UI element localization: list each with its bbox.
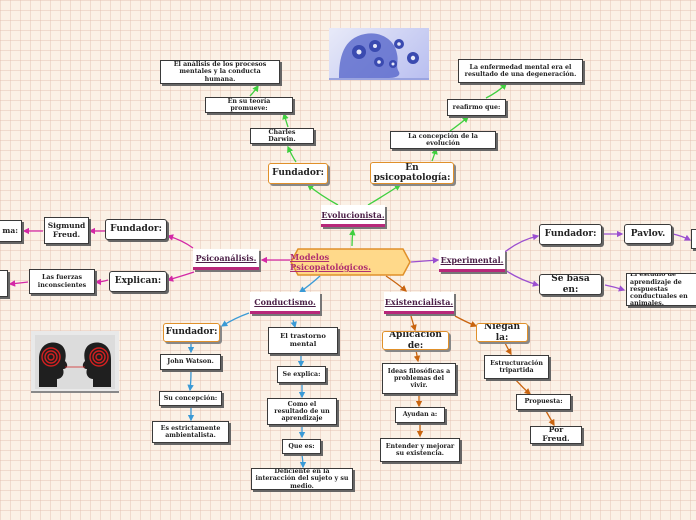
psi-creo-label[interactable]: ma: <box>0 220 22 242</box>
exp-fundador-name[interactable]: Pavlov. <box>624 224 672 244</box>
psi-fuerzas[interactable]: Las fuerzas inconscientes <box>29 269 95 294</box>
con-fundador-label[interactable]: Fundador: <box>163 323 220 342</box>
evo-reafirmo[interactable]: reafirmo que: <box>447 99 506 116</box>
evo-analisis[interactable]: El análisis de los procesos mentales y l… <box>160 60 280 84</box>
two-heads-icon <box>31 331 119 393</box>
exi-aplicacion-label[interactable]: Aplicación de: <box>382 331 449 350</box>
category-psicoanalisis[interactable]: Psicoanálisis. <box>193 249 259 270</box>
psi-cut-node[interactable] <box>0 270 8 297</box>
category-experimental[interactable]: Experimental. <box>439 250 505 272</box>
con-como[interactable]: Como el resultado de un aprendizaje <box>267 398 337 425</box>
con-explica[interactable]: Se explica: <box>277 366 326 383</box>
exp-basa-label[interactable]: Se basa en: <box>539 274 602 295</box>
con-que-es[interactable]: Que es: <box>282 439 321 454</box>
exp-cut-node[interactable] <box>691 229 696 249</box>
central-shape <box>290 248 411 276</box>
con-concepcion-label[interactable]: Su concepción: <box>159 391 222 406</box>
psi-fundador-label[interactable]: Fundador: <box>105 219 167 240</box>
evo-teoria[interactable]: En su teoría promueve: <box>205 97 293 113</box>
exi-ideas[interactable]: Ideas filosóficas a problemas del vivir. <box>382 363 456 394</box>
central-title: Modelos Psicopatológicos. <box>290 252 371 272</box>
evo-fundador-name[interactable]: Charles Darwin. <box>250 128 314 144</box>
exi-niegan-label[interactable]: Niegan la: <box>476 323 528 342</box>
evo-fundador-label[interactable]: Fundador: <box>268 163 328 184</box>
exi-entender[interactable]: Entender y mejorar su existencia. <box>380 438 460 462</box>
evo-psico-label[interactable]: En psicopatología: <box>370 162 454 184</box>
exi-estructuracion[interactable]: Estructuración tripartida <box>484 355 549 379</box>
con-deficiente[interactable]: Deficiente en la interacción del sujeto … <box>251 468 353 490</box>
gears-head-icon <box>329 28 429 80</box>
exi-ayudan[interactable]: Ayudan a: <box>395 407 445 423</box>
exp-fundador-label[interactable]: Fundador: <box>539 224 602 245</box>
category-existencialista[interactable]: Existencialista. <box>384 292 454 314</box>
exi-freud[interactable]: Por Freud. <box>530 426 582 444</box>
con-concepcion[interactable]: Es estrictamente ambientalista. <box>152 421 229 443</box>
evo-enfermedad[interactable]: La enfermedad mental era el resultado de… <box>458 59 583 83</box>
category-conductismo[interactable]: Conductismo. <box>250 292 320 314</box>
psi-explican-label[interactable]: Explican: <box>109 271 167 292</box>
central-topic[interactable]: Modelos Psicopatológicos. <box>290 248 411 276</box>
exi-propuesta[interactable]: Propuesta: <box>516 394 571 410</box>
evo-concepcion[interactable]: La concepción de la evolución <box>390 131 496 149</box>
con-trastorno[interactable]: El trastorno mental <box>268 327 338 354</box>
psi-fundador-name[interactable]: Sigmund Freud. <box>44 217 89 244</box>
con-fundador-name[interactable]: John Watson. <box>160 354 221 370</box>
exp-estudio[interactable]: El estudio de aprendizaje de respuestas … <box>626 273 696 306</box>
category-evolucionista[interactable]: Evolucionista. <box>321 205 385 227</box>
